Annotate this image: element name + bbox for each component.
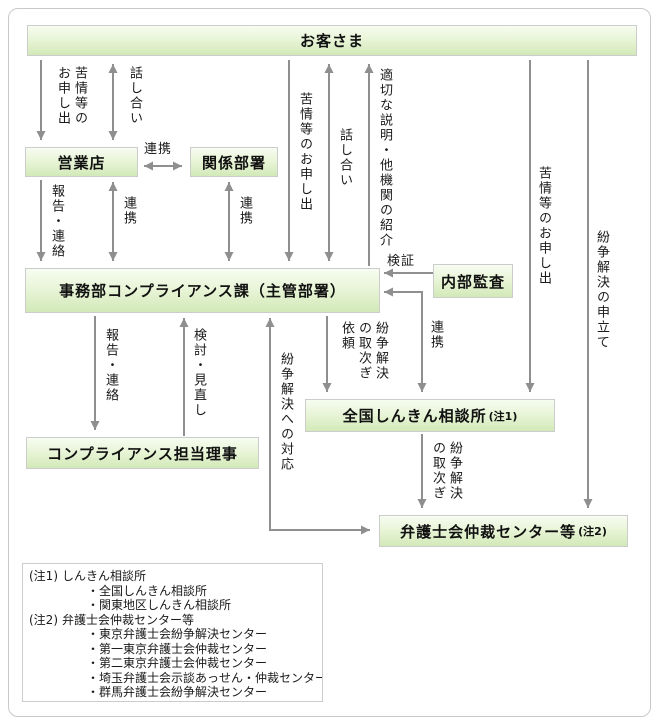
label-renkei-branch-compliance: 連携 (121, 196, 136, 226)
box-branch: 営業店 (25, 147, 138, 177)
note-1-title: しんきん相談所 (62, 569, 147, 583)
label-talk-branch: 話し合い (127, 66, 142, 126)
label-complaint-customer-compliance: 苦情等のお申し出 (297, 92, 312, 212)
label-renkei-related-compliance: 連携 (237, 196, 252, 226)
box-internal-audit: 内部監査 (433, 264, 513, 298)
box-bar-center-label: 弁護士会仲裁センター等 (400, 522, 577, 541)
label-kensho: 検証 (387, 254, 416, 269)
note-1-item: ・全国しんきん相談所 (87, 583, 208, 598)
label-explain-refer: 適切な説明・他機関の紹介 (377, 68, 392, 248)
note-1-head: (注1) しんきん相談所 (29, 569, 316, 584)
box-related-dept: 関係部署 (190, 147, 278, 177)
label-report-compliance-director: 報告・連絡 (103, 328, 118, 403)
box-compliance-director: コンプライアンス担当理事 (26, 437, 259, 469)
note-2-item: ・第一東京弁護士会仲裁センター (87, 641, 268, 656)
box-bar-center: 弁護士会仲裁センター等(注2) (379, 515, 628, 547)
label-dispute-toritsugi: 紛争解決の取次ぎ (430, 441, 462, 501)
note-2-item: ・東京弁護士会紛争解決センター (87, 627, 268, 641)
label-kento-minaoshi: 検討・見直し (191, 328, 206, 418)
label-complaint-customer-branch: 苦情等のお申し出 (55, 66, 87, 126)
note-2-label: (注2) (29, 612, 58, 627)
note-2-item: ・埼玉弁護士会示談あっせん・仲裁センター (87, 670, 323, 685)
note-2: (注2) 弁護士会仲裁センター等 ・東京弁護士会紛争解決センター ・第一東京弁護士… (29, 613, 323, 700)
box-shinkin-center-note-ref: (注1) (488, 409, 518, 423)
box-shinkin-center: 全国しんきん相談所(注1) (305, 399, 555, 432)
note-2-title: 弁護士会仲裁センター等 (62, 612, 195, 627)
label-renkei-branch-related: 連携 (144, 142, 173, 157)
label-dispute-filing: 紛争解決の申立て (594, 230, 609, 350)
box-compliance: 事務部コンプライアンス課（主管部署） (25, 268, 380, 313)
label-talk-compliance: 話し合い (337, 128, 352, 188)
label-complaint-customer-shinkin: 苦情等のお申し出 (536, 166, 551, 286)
box-shinkin-center-label: 全国しんきん相談所 (342, 407, 487, 425)
note-1-item: ・関東地区しんきん相談所 (87, 598, 232, 612)
box-customer: お客さま (27, 25, 637, 56)
label-report-branch-compliance: 報告・連絡 (49, 184, 64, 259)
label-renkei-compliance-shinkin: 連携 (428, 320, 443, 350)
label-toritsugi-irai: 紛争解決の取次ぎ依頼 (339, 321, 388, 381)
outer-frame (8, 8, 651, 717)
box-bar-center-note-ref: (注2) (578, 525, 607, 538)
note-1-label: (注1) (29, 569, 58, 583)
note-1: (注1) しんきん相談所 ・全国しんきん相談所 ・関東地区しんきん相談所 (29, 569, 316, 613)
note-2-item: ・群馬弁護士会紛争解決センター (87, 685, 268, 699)
notes-box: (注1) しんきん相談所 ・全国しんきん相談所 ・関東地区しんきん相談所 (注2)… (22, 563, 323, 702)
note-2-head: (注2) 弁護士会仲裁センター等 (29, 613, 316, 628)
label-dispute-response: 紛争解決への対応 (278, 352, 293, 472)
note-2-item: ・第二東京弁護士会仲裁センター (87, 656, 268, 670)
